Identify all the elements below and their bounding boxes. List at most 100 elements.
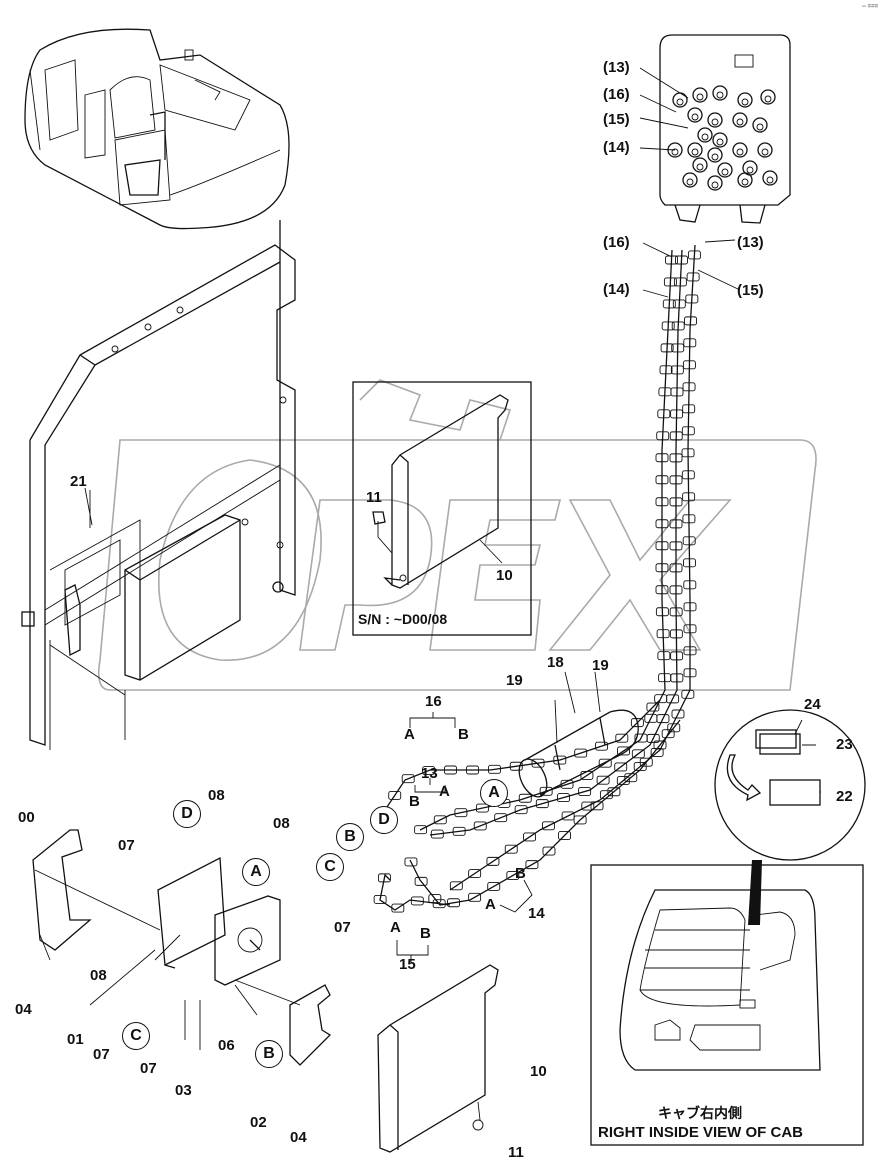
hose-protector-ring [514,805,528,815]
port-fitting [707,147,723,163]
hose-protector-ring [685,294,699,304]
hose-protector-ring [682,536,696,546]
port-fitting [737,92,753,108]
label-part-19-upper: 19 [592,657,609,674]
port-marker-d: D [370,806,398,834]
label-13-port-a: A [439,783,450,800]
hose-protector-ring [673,277,687,287]
hose-protector-ring [657,409,671,419]
hose-protector-ring [653,740,667,750]
hose-protector-ring [655,453,669,463]
hose-protector-ring [373,894,387,904]
label-part-23: 23 [836,736,853,753]
hose-protector-ring [616,776,630,786]
hose-protector-ring [596,775,610,785]
hose-protector-ring [655,497,669,507]
port-fitting [712,132,728,148]
label-part-07: 07 [93,1046,110,1063]
hose-protector-ring [518,793,532,803]
hose-protector-ring [615,733,629,743]
port-fitting [752,117,768,133]
label-part-01: 01 [67,1031,84,1048]
cab-side-panel [21,220,296,750]
hose-protector-ring [663,277,677,287]
port-fitting [682,172,698,188]
hose-protector-ring [535,799,549,809]
port-marker-b: B [336,823,364,851]
hose-protector-ring [665,255,678,265]
label-13-port-b: B [409,793,420,810]
hose-protector-ring [617,746,630,756]
hose-protector-ring [669,453,683,463]
pilot-valve [659,34,791,224]
label-part-03: 03 [175,1082,192,1099]
port-fitting [732,112,748,128]
label-part-11: 11 [508,1144,524,1161]
hose-protector-ring [669,563,683,573]
hose-protector-ring [683,602,697,612]
port-fitting-bore [686,178,694,186]
port-fitting [732,142,748,158]
hose-protector-ring [682,514,696,524]
hose-protector-ring [646,733,660,743]
label-part-08: 08 [208,787,225,804]
hose-protector-ring [656,629,670,639]
port-fitting [687,107,703,123]
hose-protector-ring [687,250,701,260]
hose-protector-ring [672,299,686,309]
hose-protector-ring [447,898,461,908]
label-15-port-a: A [390,919,401,936]
label-detail-circle [714,709,866,925]
hose-protector-ring [656,431,670,441]
hose-protector-ring [669,475,683,485]
port-fitting-bore [716,138,724,146]
hose-protector-ring [669,431,683,441]
hose-protector-ring [655,607,669,617]
label-part-08: 08 [90,967,107,984]
label-part-04: 04 [15,1001,32,1018]
hose-protector-ring [660,343,674,353]
port-fitting [762,170,778,186]
label-part-04: 04 [290,1129,307,1146]
hose-protector-ring [669,629,683,639]
hose-protector-ring [683,580,697,590]
label-part-13: (13) [603,59,630,76]
hose-protector-ring [681,426,695,436]
hose-protector-ring [650,747,664,757]
inset-caption-english: RIGHT INSIDE VIEW OF CAB [598,1124,804,1141]
hose-protector-ring [531,758,545,768]
serial-inset-box [352,381,532,636]
hose-protector-ring [669,585,683,595]
hose-protector-ring [671,321,685,331]
label-part-08: 08 [273,815,290,832]
port-fitting-bore [741,98,749,106]
label-part-07: 07 [118,837,135,854]
hose-protector-ring [494,813,508,823]
hose-protector-ring [414,825,428,835]
port-marker-b: B [255,1040,283,1068]
hose-protector-ring [432,899,446,909]
hose-protector-ring [675,255,688,265]
watermark-logo [97,379,817,691]
hose-protector-ring [558,831,571,840]
hose-protector-ring [468,869,482,879]
hose-protector-ring [684,316,697,326]
port-fitting-bore [711,153,719,161]
port-fitting [687,142,703,158]
hose-protector-ring [414,876,428,886]
hose-protector-ring [662,299,676,309]
hose-protector-ring [681,689,695,699]
hose-protector-ring [401,774,415,784]
hose-protector-ring [667,723,681,733]
label-part-16: (16) [603,86,630,103]
hose-protector-ring [670,651,684,661]
hose-protector-ring [488,764,501,774]
hose-protector-ring [430,829,444,839]
hose-protector-ring [631,749,645,759]
label-part-10-inset: 10 [496,567,513,584]
port-fitting-bore [691,148,699,156]
hose-protector-ring [404,857,418,867]
hose-protector-ring [542,846,556,856]
hose-protector-ring [666,694,680,704]
hose-protector-ring [598,758,612,768]
